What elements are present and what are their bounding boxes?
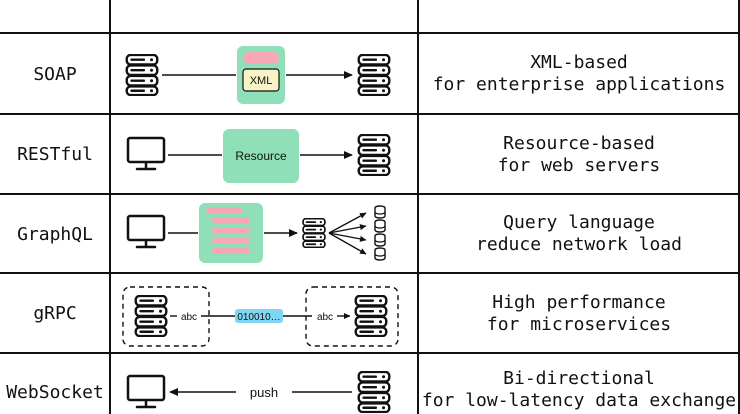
- row-desc-restful: Resource-based for web servers: [419, 115, 739, 194]
- row-desc-grpc: High performance for microservices: [419, 274, 739, 353]
- row-desc-soap: XML-based for enterprise applications: [419, 34, 739, 114]
- database-icon: [374, 219, 386, 233]
- desc-line-1: High performance: [492, 291, 666, 313]
- desc-line-1: Bi-directional: [503, 368, 655, 389]
- resource-label: Resource: [235, 149, 287, 163]
- monitor-icon: [126, 214, 166, 249]
- monitor-icon: [126, 136, 166, 171]
- desc-line-1: Query language: [503, 212, 655, 233]
- server-icon: [354, 295, 388, 337]
- graphql-illustration: [126, 203, 386, 263]
- abc-label-left: abc: [181, 312, 197, 323]
- desc-line-2: for enterprise applications: [432, 74, 726, 95]
- binary-payload: [235, 309, 283, 323]
- database-icon: [374, 233, 386, 247]
- server-icon: [357, 134, 391, 176]
- server-stub-box: [305, 286, 399, 347]
- desc-line-1: XML-based: [530, 52, 628, 73]
- row-name-graphql: GraphQL: [17, 223, 93, 245]
- grpc-illustration: abc 010010… abc: [122, 286, 399, 347]
- row-desc-graphql: Query language reduce network load: [419, 195, 739, 273]
- xml-label: XML: [250, 75, 273, 87]
- push-label: push: [250, 385, 278, 400]
- server-icon: [125, 54, 159, 96]
- row-desc-websocket: Bi-directional for low-latency data exch…: [419, 366, 739, 414]
- abc-label-right: abc: [317, 312, 333, 323]
- server-icon: [357, 371, 391, 413]
- soap-illustration: XML: [125, 46, 391, 104]
- restful-illustration: Resource: [126, 129, 391, 183]
- server-icon: [302, 218, 326, 248]
- desc-line-2: for low-latency data exchange: [421, 390, 737, 411]
- row-name-websocket: WebSocket: [6, 381, 104, 403]
- desc-line-1: Resource-based: [503, 132, 655, 154]
- desc-line-2: for microservices: [486, 313, 672, 335]
- resource-box: [223, 129, 299, 183]
- database-icon: [374, 205, 386, 219]
- database-icon: [374, 247, 386, 261]
- desc-line-2: for web servers: [497, 154, 661, 176]
- row-name-soap: SOAP: [33, 63, 77, 85]
- websocket-illustration: push: [126, 371, 391, 413]
- binary-label: 010010…: [237, 312, 280, 323]
- row-name-grpc: gRPC: [33, 303, 77, 324]
- server-icon: [134, 295, 168, 337]
- monitor-icon: [126, 374, 166, 409]
- desc-line-2: reduce network load: [476, 234, 682, 255]
- server-icon: [357, 54, 391, 96]
- client-stub-box: [122, 286, 210, 347]
- row-name-restful: RESTful: [17, 144, 93, 165]
